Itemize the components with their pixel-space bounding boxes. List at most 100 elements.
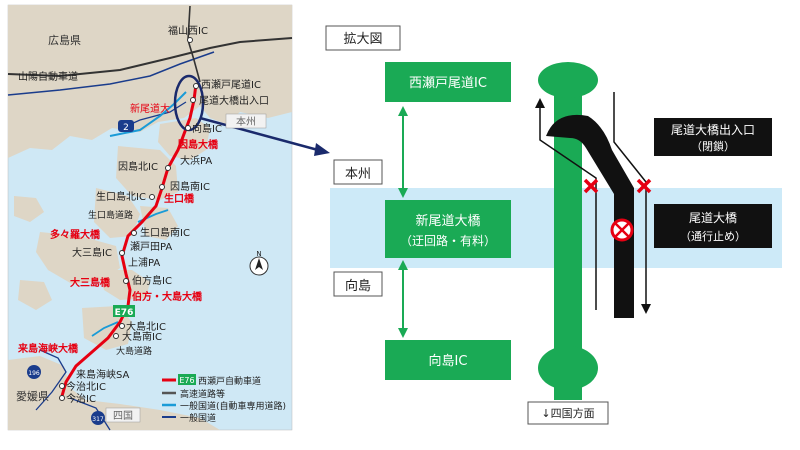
zoom-pointer-line xyxy=(199,116,319,152)
detail-shikoku-dir: ↓四国方面 xyxy=(541,406,594,420)
label-oshima-minami: 大島南IC xyxy=(122,330,162,343)
legend-e76-badge xyxy=(178,374,196,385)
honshu-label-box xyxy=(333,159,383,185)
mukaishima-island xyxy=(158,118,210,160)
ic-dot-innoshima-minami xyxy=(159,184,165,190)
shikoku-land xyxy=(8,356,220,430)
label-ikuchi-road: 生口島道路 xyxy=(88,209,133,221)
ic-dot-innoshima-kita xyxy=(165,165,171,171)
ic-dot-oshima-kita xyxy=(119,323,125,329)
arrow-lower-top xyxy=(398,260,408,270)
ic-dot-onomichi xyxy=(190,97,196,103)
label-ehime: 愛媛県 xyxy=(16,389,49,403)
ic-dot-hakata xyxy=(123,278,129,284)
detail-exit-2: （閉鎖） xyxy=(691,139,735,153)
nishiseto-ic-box xyxy=(385,62,511,102)
map-legend: E76 西瀬戸自動車道 高速道路等 一般国道(自動車専用道路) 一般国道 xyxy=(162,374,286,424)
label-imabari: 今治IC xyxy=(66,392,96,405)
ic-dot-nishiseto xyxy=(193,83,199,89)
label-route2: 2 xyxy=(123,123,129,133)
route2-shield xyxy=(118,120,134,132)
detail-nishiseto-ic: 西瀬戸尾道IC xyxy=(409,76,487,91)
ic-dot-fukuyama xyxy=(187,37,193,43)
label-shikoku-map: 四国 xyxy=(113,410,133,422)
arrow-upper-top xyxy=(398,106,408,116)
label-omishima-ic: 大三島IC xyxy=(72,246,112,259)
label-route196: 196 xyxy=(28,370,40,377)
detail-honshu: 本州 xyxy=(345,167,371,182)
closure-x-left-icon xyxy=(583,178,599,194)
onomichi-ohashi-road xyxy=(546,114,634,318)
legend-text-2: 高速道路等 xyxy=(180,388,225,400)
ic-dot-imabari-kita xyxy=(59,383,65,389)
label-imabari-kita: 今治北IC xyxy=(66,380,106,393)
detail-bridge-2: （通行止め） xyxy=(680,230,746,243)
label-innoshima-ohashi: 因島大橋 xyxy=(178,138,219,151)
label-sanyo: 山陽自動車道 xyxy=(18,70,78,83)
legend-text-3: 一般国道(自動車専用道路) xyxy=(180,400,286,412)
closure-x-right-icon xyxy=(636,178,652,194)
label-shin-onomichi: 新尾道大 xyxy=(130,102,170,115)
route-196-road xyxy=(35,349,67,411)
omishima-island xyxy=(36,232,120,284)
exit-arrow-down xyxy=(641,304,651,314)
route317-shield xyxy=(91,411,105,425)
zoom-pointer-arrow xyxy=(314,143,330,156)
ic-dot-imabari xyxy=(59,395,65,401)
detail-mukaishima: 向島 xyxy=(345,278,371,294)
small-island-3 xyxy=(18,280,52,310)
label-kurushima-sa: 来島海峡SA xyxy=(76,368,130,381)
exit-arrow-up xyxy=(535,98,545,108)
label-fukuyama-nishi: 福山西IC xyxy=(168,24,208,37)
label-ikuchi-minami: 生口島南IC xyxy=(140,226,190,239)
route196-shield xyxy=(27,365,41,379)
road-ic-top xyxy=(538,62,598,98)
label-route317: 317 xyxy=(92,416,104,423)
route-2-road xyxy=(7,51,215,96)
shin-onomichi-box xyxy=(385,200,511,258)
label-nishiseto: 西瀬戸尾道IC xyxy=(201,78,261,91)
bridge-closed-label-box xyxy=(654,204,772,248)
ic-dot-mukaishima xyxy=(185,125,191,131)
label-hakata-oshima: 伯方・大島大橋 xyxy=(132,290,203,303)
arrow-lower-bottom xyxy=(398,328,408,338)
label-hiroshima: 広島県 xyxy=(48,33,81,47)
label-onomichi-io: 尾道大橋出入口 xyxy=(199,94,269,107)
label-kamiura-pa: 上浦PA xyxy=(128,256,160,269)
small-island-2 xyxy=(14,196,44,222)
north-arrow-head xyxy=(255,258,263,270)
hakatajima-island xyxy=(100,270,150,300)
exit-route-line-right xyxy=(613,92,647,306)
detail-shin-onomichi-1: 新尾道大橋 xyxy=(415,213,480,229)
route-317-road xyxy=(69,397,111,431)
legend-text-1: 西瀬戸自動車道 xyxy=(198,375,261,387)
ic-dot-omishima xyxy=(119,250,125,256)
label-hakata-ic: 伯方島IC xyxy=(132,274,172,287)
detail-bridge-1: 尾道大橋 xyxy=(689,211,737,225)
legend-text-4: 一般国道 xyxy=(180,412,216,424)
label-e76: E76 xyxy=(115,308,134,318)
area-map: 広島県 山陽自動車道 福山西IC 西瀬戸尾道IC 尾道大橋出入口 新尾道大 本州… xyxy=(7,4,330,431)
mukaishima-label-box xyxy=(333,271,383,297)
label-oshima-road: 大島道路 xyxy=(116,345,152,357)
ic-dot-ikuchi-minami xyxy=(131,230,137,236)
label-ikuchi-kita: 生口島北IC xyxy=(96,190,146,203)
arrow-upper-bottom xyxy=(398,188,408,198)
title-box xyxy=(325,25,401,51)
mukaishima-ic-box xyxy=(385,340,511,380)
nishiseto-expressway xyxy=(60,83,198,397)
exit-route-line-left xyxy=(539,106,597,310)
label-honshu-map: 本州 xyxy=(236,115,256,128)
detail-diagram: 拡大図 本州 向島 西瀬戸尾道IC 新尾道大橋 （迂回路・有料） 向島IC xyxy=(325,25,782,425)
honshu-box xyxy=(225,113,267,129)
label-mukaishima-ic: 向島IC xyxy=(192,122,222,135)
label-innoshima-minami: 因島南IC xyxy=(170,180,210,193)
detail-shin-onomichi-2: （迂回路・有料） xyxy=(400,233,496,248)
detail-title: 拡大図 xyxy=(343,32,382,47)
label-tatara: 多々羅大橋 xyxy=(50,228,101,241)
label-omishima-bridge: 大三島橋 xyxy=(70,276,111,289)
label-kurushima: 来島海峡大橋 xyxy=(17,342,79,355)
ikuchijima-island xyxy=(94,188,140,238)
sanyo-expressway xyxy=(7,37,293,78)
